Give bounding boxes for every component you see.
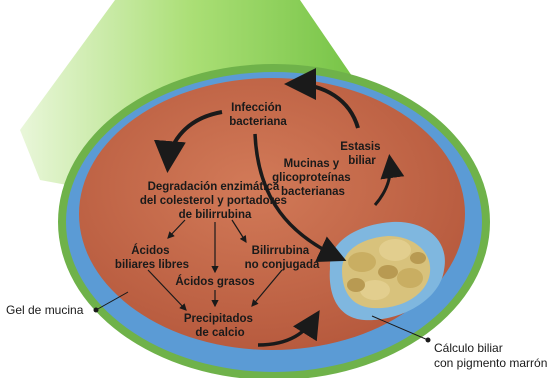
callout-gel: Gel de mucina xyxy=(6,303,84,317)
node-acidos-grasos: Ácidos grasos xyxy=(175,275,254,288)
node-mucinas: Mucinas y glicoproteínas bacterianas xyxy=(272,158,354,198)
stone-dot xyxy=(426,338,431,343)
gel-dot xyxy=(94,308,99,313)
callout-calculo: Cálculo biliar con pigmento marrón xyxy=(434,341,547,370)
